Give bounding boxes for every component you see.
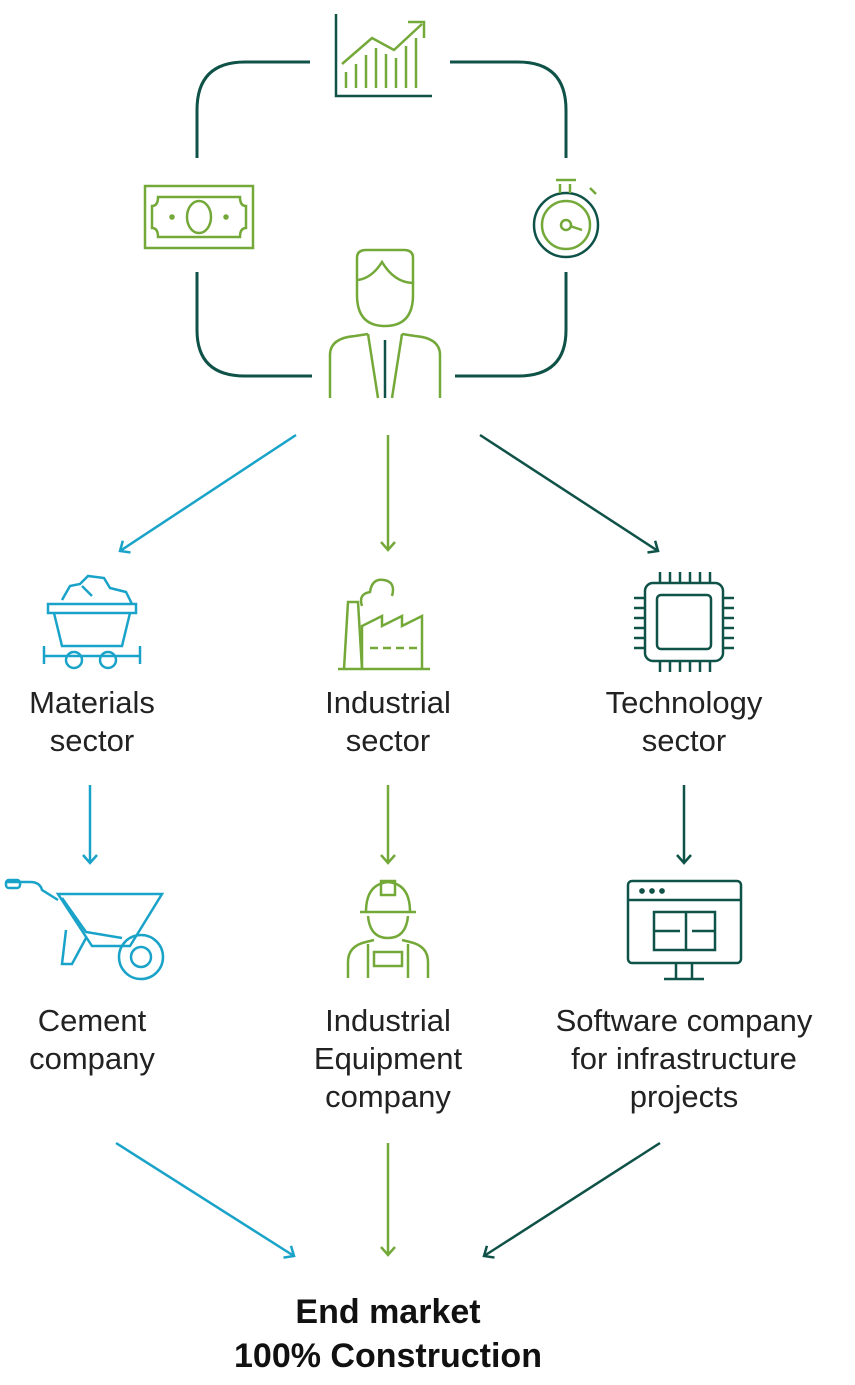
cycle-segment-top-left xyxy=(195,60,310,158)
industrial-sector-line1: Industrial xyxy=(325,685,451,720)
hardhat-worker-icon xyxy=(346,879,430,978)
industrial-sector-line2: sector xyxy=(345,723,431,758)
equipment-company-line2: Equipment xyxy=(313,1041,463,1076)
equipment-company-label: Industrial Equipment company xyxy=(238,1002,538,1116)
cycle-segment-bottom-right xyxy=(455,272,568,378)
software-company-line3: projects xyxy=(629,1079,739,1114)
cement-company-line2: company xyxy=(29,1041,155,1076)
software-company-line1: Software company xyxy=(555,1003,813,1038)
technology-sector-label: Technology sector xyxy=(534,684,834,760)
mine-cart-icon xyxy=(42,574,142,670)
monitor-blueprint-icon xyxy=(626,879,743,981)
cycle-segment-bottom-left xyxy=(195,272,312,378)
chart-growth-icon xyxy=(334,14,432,98)
materials-sector-line1: Materials xyxy=(29,685,155,720)
microchip-icon xyxy=(634,572,734,672)
materials-sector-line2: sector xyxy=(49,723,135,758)
software-company-label: Software company for infrastructure proj… xyxy=(534,1002,834,1116)
end-market-label: End market 100% Construction xyxy=(178,1290,598,1378)
equipment-company-line3: company xyxy=(325,1079,451,1114)
industrial-sector-label: Industrial sector xyxy=(238,684,538,760)
software-company-line2: for infrastructure xyxy=(571,1041,797,1076)
wheelbarrow-icon xyxy=(4,878,165,981)
end-market-line2: 100% Construction xyxy=(234,1337,542,1375)
technology-sector-line1: Technology xyxy=(605,685,763,720)
arrow-to-materials xyxy=(118,433,297,554)
materials-sector-label: Materials sector xyxy=(0,684,242,760)
factory-icon xyxy=(338,578,430,671)
cement-company-line1: Cement xyxy=(37,1003,147,1038)
end-market-line1: End market xyxy=(295,1293,481,1331)
cycle-segment-top-right xyxy=(450,60,568,158)
arrow-cement-to-end-market xyxy=(115,1141,296,1259)
arrow-software-to-end-market xyxy=(482,1141,661,1259)
arrow-to-technology xyxy=(479,433,660,554)
investor-person-icon xyxy=(328,248,442,399)
technology-sector-line2: sector xyxy=(641,723,727,758)
equipment-company-line1: Industrial xyxy=(325,1003,451,1038)
investor-cycle-frame xyxy=(195,60,568,378)
cement-company-label: Cement company xyxy=(0,1002,242,1078)
banknote-icon xyxy=(143,184,255,250)
stopwatch-icon xyxy=(532,178,600,259)
